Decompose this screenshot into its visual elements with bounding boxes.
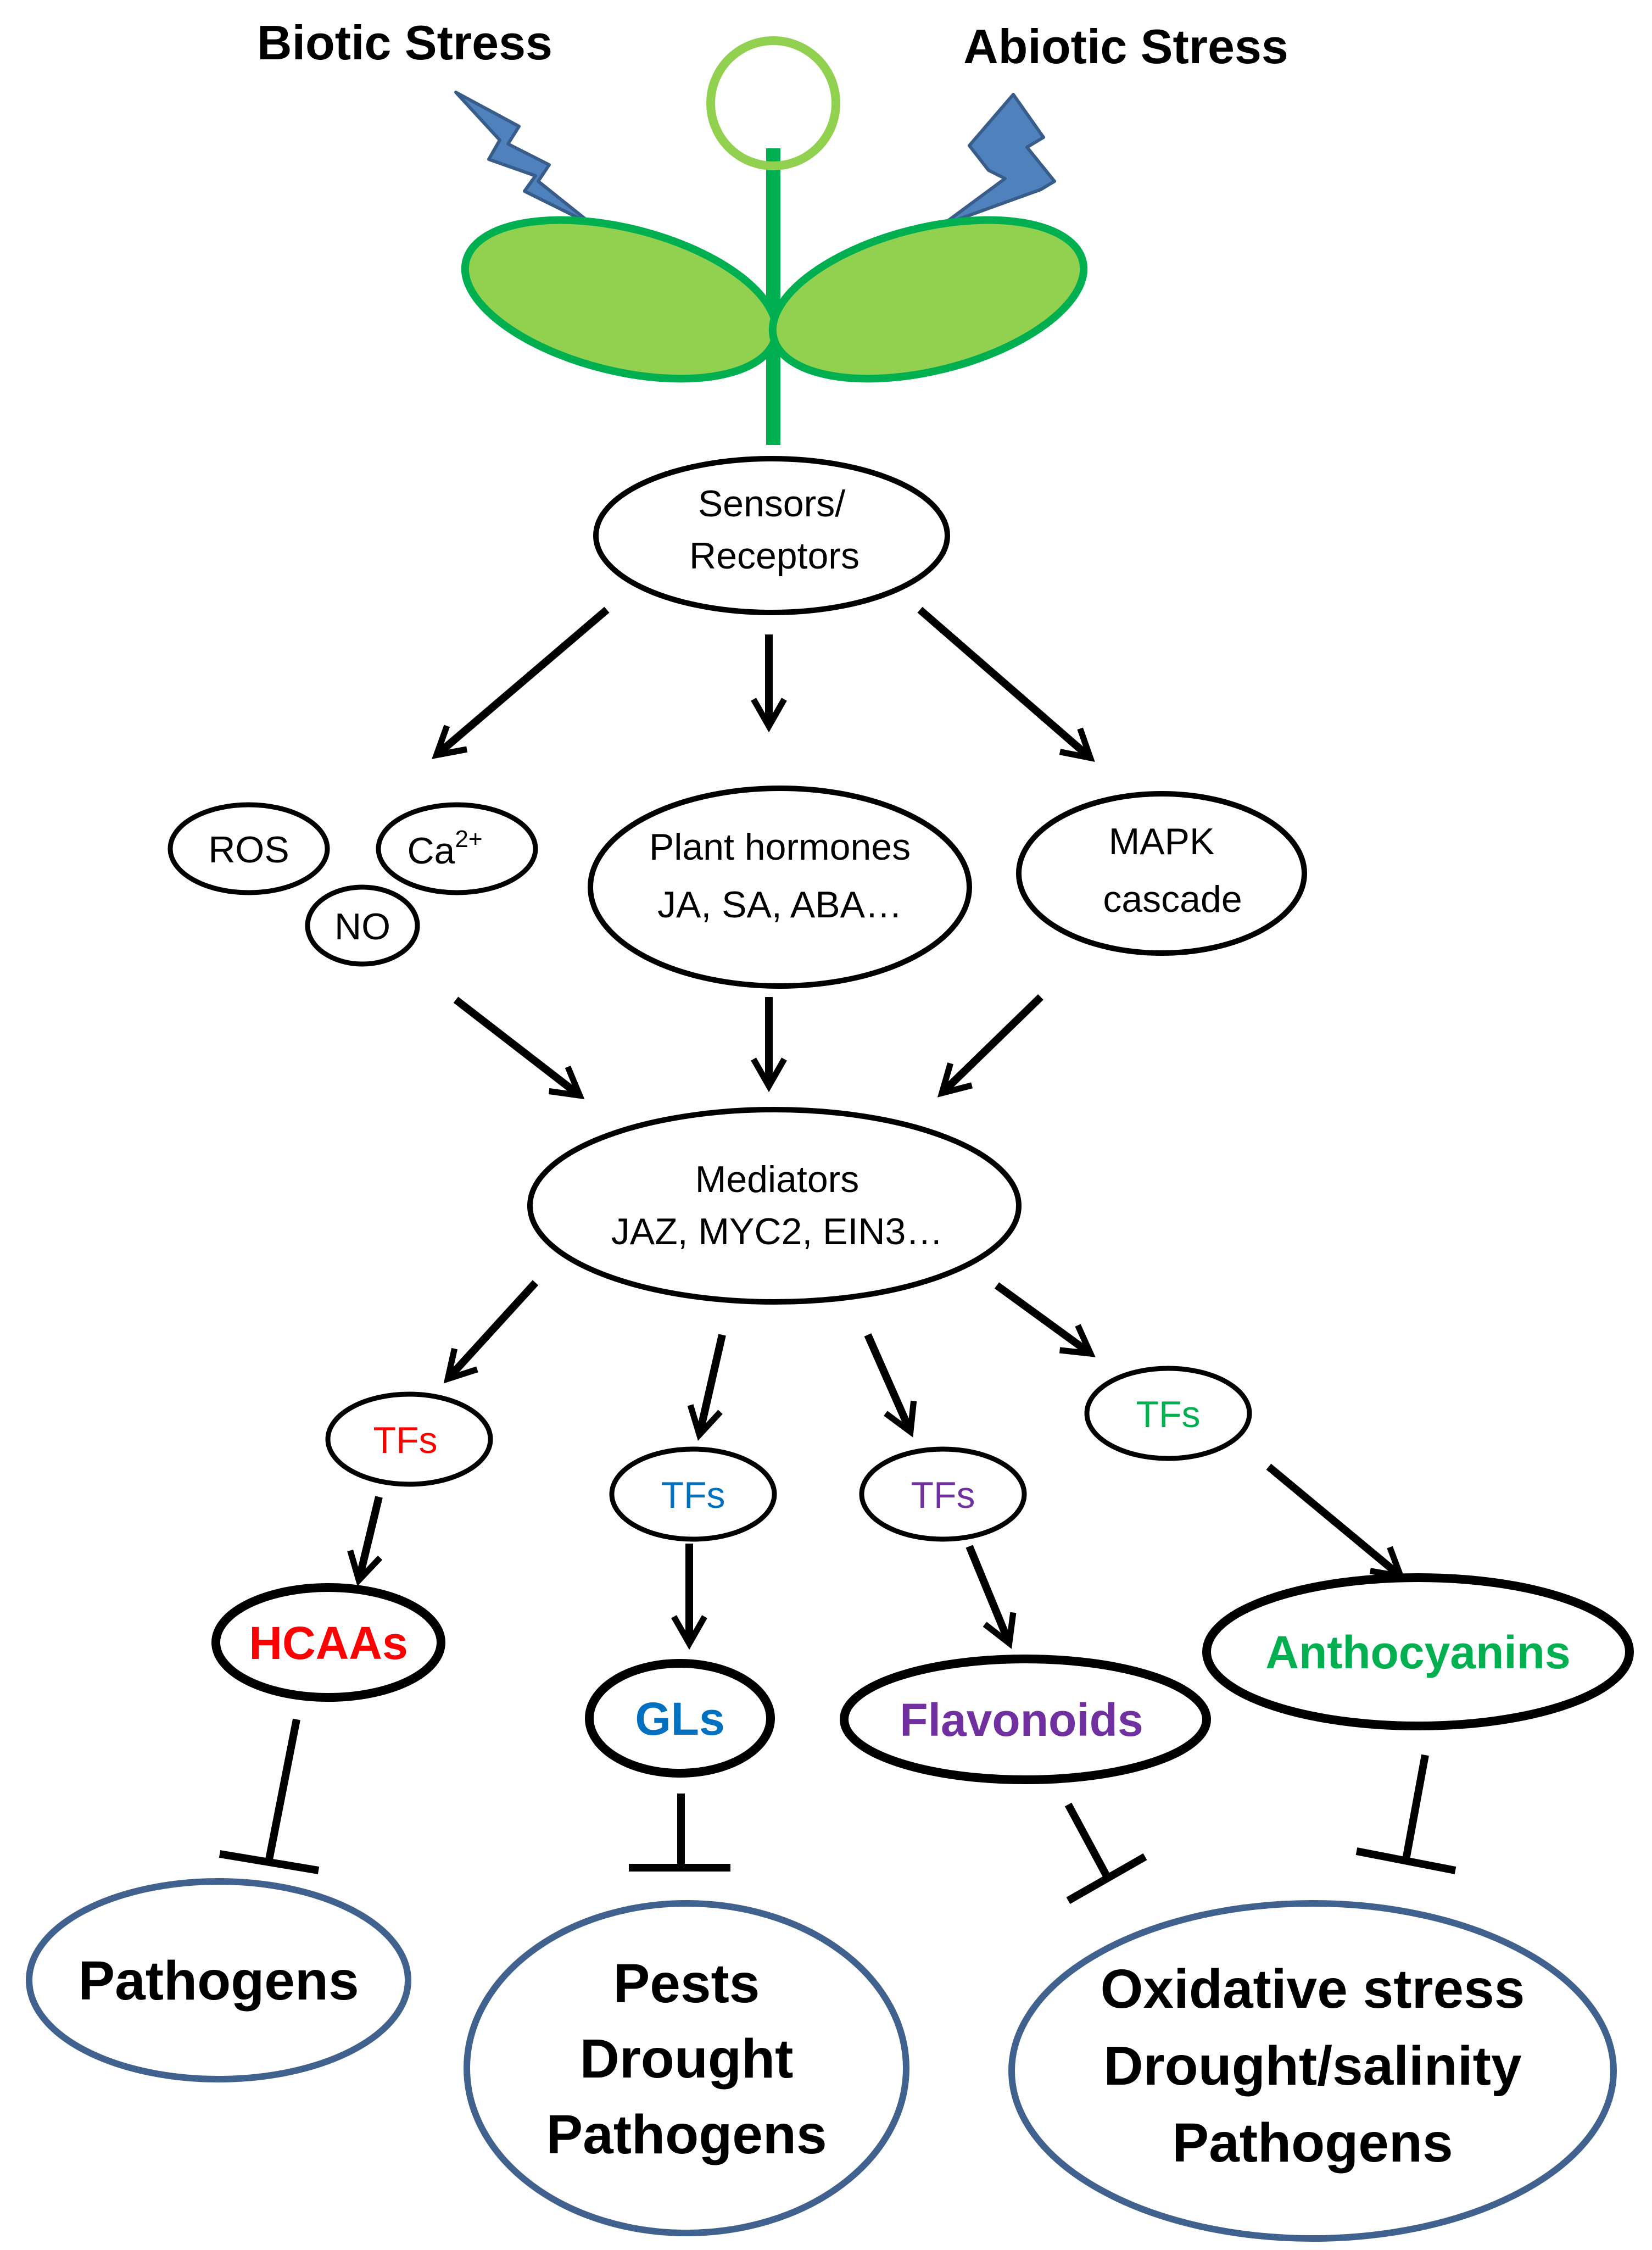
sensors-node [593,456,950,615]
abiotic-stress-title: Abiotic Stress [963,19,1288,74]
ca-label: Ca2+ [407,826,482,872]
sensors-label-line1: Sensors/ [698,483,845,525]
inhibit-anthocyanins-bar [1355,1847,1456,1874]
lightning-bolt-right-icon [940,93,1056,227]
anthocyanins-label: Anthocyanins [1265,1627,1570,1678]
outcome-oxidative-label: Oxidative stress [1101,1958,1525,2020]
anthocyanins-node [1202,1573,1634,1730]
hcaas-label: HCAAs [249,1617,408,1669]
gls-node [585,1659,775,1778]
arrow-mediators-to-tf-red [443,1280,539,1384]
mediators-label-line2: JAZ, MYC2, EIN3… [611,1211,944,1252]
outcome-drought-label: Drought [580,2028,794,2090]
ros-node [168,802,330,895]
tf-green-node [1084,1366,1252,1461]
mapk-label-line2: cascade [1103,878,1242,920]
outcome-pests-drought-pathogens [464,1900,909,2236]
mediators-node [527,1107,1022,1305]
sensors-label-line2: Receptors [689,535,860,577]
tf-blue-label: TFs [661,1474,725,1516]
flavonoids-label: Flavonoids [900,1694,1143,1746]
inhibit-hcaas-stem [265,1718,300,1861]
tf-red-node [325,1391,493,1487]
flower-ring-icon [706,36,840,170]
arrow-mediators-to-tf-purple [864,1333,917,1438]
outcome-pathogens2-label: Pathogens [546,2104,827,2165]
outcome-pathogens3-label: Pathogens [1172,2112,1453,2174]
tf-green-label: TFs [1136,1394,1200,1435]
tf-purple-label: TFs [911,1474,975,1516]
flavonoids-node [840,1655,1211,1784]
arrow-mediators-to-tf-green [994,1282,1096,1357]
ros-label: ROS [208,829,289,871]
inhibit-flavonoids-stem [1064,1802,1110,1878]
arrow-sensors-to-mapk [917,606,1095,762]
no-label: NO [334,906,390,948]
ca-node [376,802,538,895]
inhibit-flavonoids-bar [1066,1853,1147,1904]
tf-red-label: TFs [373,1419,437,1461]
hcaas-node [211,1583,445,1702]
hormones-label-line1: Plant hormones [649,826,911,868]
hormones-node [588,786,972,989]
arrow-tf-purple-to-flavonoids [965,1545,1017,1649]
outcome-drought-salinity-label: Drought/salinity [1103,2035,1522,2097]
leaf-left [461,216,780,383]
arrow-mapk-to-mediators [937,994,1043,1098]
ca-superscript: 2+ [455,826,482,853]
arrow-mediators-to-tf-blue [687,1334,726,1441]
no-node [305,884,420,967]
mapk-node [1016,791,1307,956]
outcome-pathogens [26,1878,411,2082]
tf-purple-node [859,1446,1027,1542]
leaf-right [768,216,1088,383]
gls-label: GLs [635,1693,724,1745]
tf-blue-node [609,1446,777,1542]
hormones-label-line2: JA, SA, ABA… [657,884,902,926]
biotic-stress-title: Biotic Stress [257,15,552,70]
mediators-label-line1: Mediators [695,1159,860,1200]
outcome-pathogens-label: Pathogens [78,1950,359,2012]
arrow-tf-red-to-hcaas [347,1496,383,1586]
mapk-label-line1: MAPK [1109,821,1215,862]
lightning-bolt-left-icon [454,91,595,227]
arrow-signals-to-mediators-left [453,996,585,1100]
arrow-tf-green-to-anthocyanins [1266,1463,1406,1580]
outcome-pests-label: Pests [613,1953,760,2014]
inhibit-hcaas-bar [219,1850,320,1874]
arrow-sensors-to-ros [432,606,610,759]
outcome-oxidative-drought-salinity-pathogens [1008,1900,1617,2242]
inhibit-anthocyanins-stem [1402,1754,1429,1861]
